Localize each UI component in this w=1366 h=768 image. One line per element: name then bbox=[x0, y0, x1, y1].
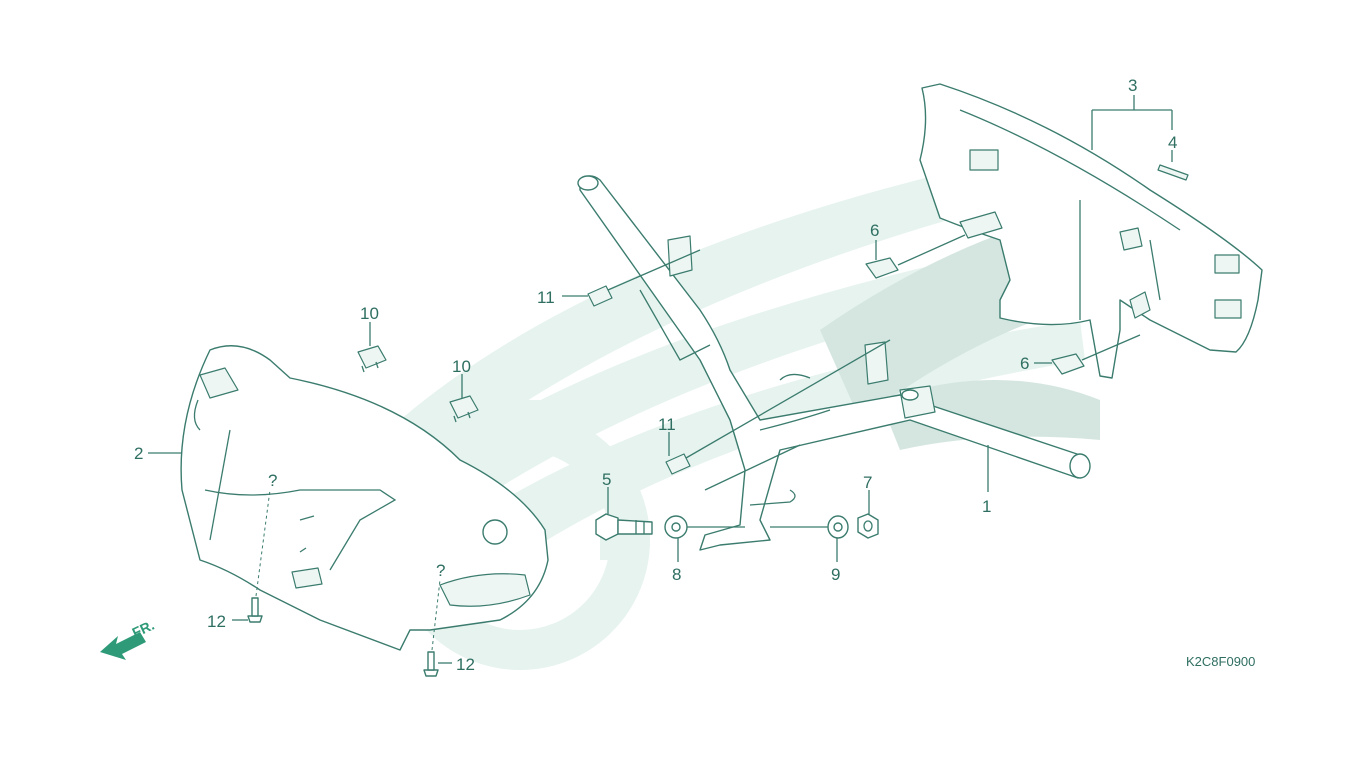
leader-lines bbox=[148, 95, 1173, 664]
callout-11-upper: 11 bbox=[537, 288, 555, 307]
svg-text:?: ? bbox=[268, 471, 277, 490]
callout-6-top: 6 bbox=[870, 221, 879, 240]
callout-7: 7 bbox=[863, 473, 872, 492]
diagram-code: K2C8F0900 bbox=[1186, 654, 1255, 669]
callout-10-upper: 10 bbox=[360, 304, 379, 323]
cover-label-sticker[interactable] bbox=[1157, 164, 1189, 181]
front-handle-cover[interactable] bbox=[180, 345, 549, 651]
callout-12-right: 12 bbox=[456, 655, 475, 674]
callout-2: 2 bbox=[134, 444, 143, 463]
front-direction-arrow: FR. bbox=[100, 617, 157, 660]
callout-3: 3 bbox=[1128, 76, 1137, 95]
callout-12-left: 12 bbox=[207, 612, 226, 631]
washer-left[interactable] bbox=[664, 515, 745, 539]
svg-text:?: ? bbox=[436, 561, 445, 580]
callout-10-lower: 10 bbox=[452, 357, 471, 376]
clip-right-top[interactable] bbox=[865, 211, 1003, 279]
callout-8: 8 bbox=[672, 565, 681, 584]
callout-5: 5 bbox=[602, 470, 611, 489]
handle-pipe[interactable] bbox=[577, 175, 1091, 551]
clip-right-bottom[interactable] bbox=[1051, 334, 1141, 375]
callout-4: 4 bbox=[1168, 133, 1177, 152]
front-indicator-text: FR. bbox=[130, 617, 157, 641]
screw-lower[interactable] bbox=[665, 339, 891, 491]
washer-right[interactable] bbox=[770, 515, 849, 539]
tapping-screw-left[interactable]: ? bbox=[247, 471, 277, 623]
clip-lower[interactable] bbox=[449, 395, 479, 423]
callout-9: 9 bbox=[831, 565, 840, 584]
bolt[interactable] bbox=[595, 513, 653, 541]
tapping-screw-right[interactable]: ? bbox=[423, 561, 445, 677]
nut[interactable] bbox=[857, 513, 879, 539]
rear-handle-cover[interactable] bbox=[919, 83, 1263, 379]
callout-11-lower: 11 bbox=[658, 415, 676, 434]
callout-1: 1 bbox=[982, 497, 991, 516]
clip-upper[interactable] bbox=[357, 345, 387, 373]
callout-6-bottom: 6 bbox=[1020, 354, 1029, 373]
screw-upper[interactable] bbox=[587, 249, 711, 361]
